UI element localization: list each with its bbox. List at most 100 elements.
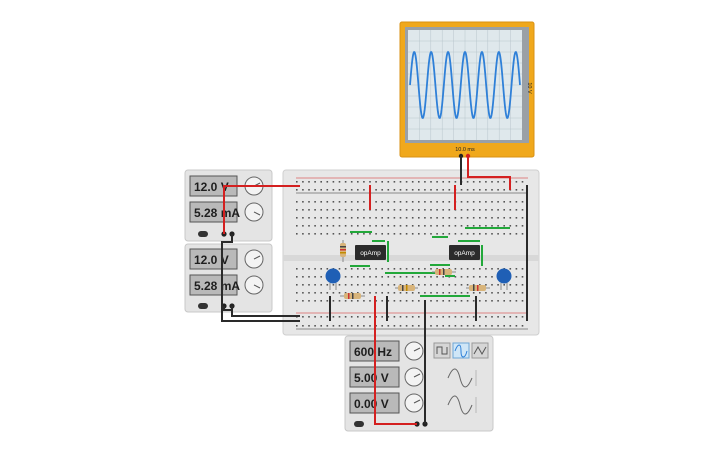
breadboard-hole[interactable] [399,209,402,211]
breadboard-hole[interactable] [381,201,383,203]
square-wave-button[interactable] [433,342,451,359]
breadboard-hole[interactable] [381,268,383,270]
breadboard-hole[interactable] [375,316,377,318]
breadboard-hole[interactable] [442,217,444,219]
breadboard-hole[interactable] [296,268,298,270]
breadboard-hole[interactable] [369,225,371,227]
breadboard-hole[interactable] [442,268,444,270]
breadboard-hole[interactable] [442,292,444,294]
breadboard-hole[interactable] [515,316,518,318]
breadboard-hole[interactable] [411,300,414,302]
breadboard-hole[interactable] [466,217,469,219]
breadboard-hole[interactable] [485,201,487,203]
breadboard-hole[interactable] [405,181,408,183]
breadboard-hole[interactable] [424,189,426,191]
breadboard-hole[interactable] [497,181,499,183]
breadboard-hole[interactable] [430,316,432,318]
breadboard-hole[interactable] [491,189,493,191]
breadboard-hole[interactable] [363,217,365,219]
breadboard-hole[interactable] [326,201,329,203]
breadboard-hole[interactable] [466,225,469,227]
breadboard-hole[interactable] [387,201,390,203]
breadboard-hole[interactable] [509,284,512,286]
breadboard-hole[interactable] [448,233,451,235]
breadboard-hole[interactable] [350,316,353,318]
breadboard-hole[interactable] [418,284,420,286]
breadboard-hole[interactable] [485,316,487,318]
breadboard-hole[interactable] [491,181,493,183]
breadboard-hole[interactable] [521,189,524,191]
breadboard-hole[interactable] [411,325,414,327]
breadboard-hole[interactable] [448,268,451,270]
breadboard-hole[interactable] [338,189,341,191]
breadboard-hole[interactable] [387,325,390,327]
breadboard-hole[interactable] [344,201,347,203]
breadboard-hole[interactable] [454,276,457,278]
breadboard-hole[interactable] [399,300,402,302]
breadboard-hole[interactable] [308,284,310,286]
breadboard-hole[interactable] [418,316,420,318]
breadboard-hole[interactable] [381,284,383,286]
breadboard-hole[interactable] [302,292,304,294]
breadboard-hole[interactable] [509,268,512,270]
breadboard-hole[interactable] [448,284,451,286]
breadboard-hole[interactable] [448,316,451,318]
breadboard-hole[interactable] [521,233,524,235]
breadboard-hole[interactable] [332,316,335,318]
breadboard-hole[interactable] [405,268,408,270]
breadboard-hole[interactable] [357,201,359,203]
breadboard-hole[interactable] [479,217,481,219]
breadboard-hole[interactable] [515,189,518,191]
breadboard-hole[interactable] [515,201,518,203]
breadboard-hole[interactable] [326,217,329,219]
breadboard-hole[interactable] [369,292,371,294]
breadboard-hole[interactable] [338,325,341,327]
breadboard-hole[interactable] [411,292,414,294]
breadboard-hole[interactable] [387,217,390,219]
breadboard-hole[interactable] [387,292,390,294]
breadboard-hole[interactable] [424,181,426,183]
breadboard-hole[interactable] [509,225,512,227]
op-amp-chip-1[interactable]: opAmp [355,245,386,260]
breadboard-hole[interactable] [381,217,383,219]
breadboard-hole[interactable] [387,181,390,183]
breadboard-hole[interactable] [424,268,426,270]
breadboard-hole[interactable] [430,225,432,227]
breadboard-hole[interactable] [521,225,524,227]
breadboard-hole[interactable] [326,181,329,183]
breadboard-hole[interactable] [399,189,402,191]
breadboard-hole[interactable] [387,209,390,211]
breadboard-hole[interactable] [296,276,298,278]
breadboard-hole[interactable] [375,189,377,191]
breadboard-hole[interactable] [314,189,316,191]
breadboard-hole[interactable] [418,225,420,227]
breadboard-hole[interactable] [302,276,304,278]
breadboard-hole[interactable] [521,209,524,211]
breadboard-hole[interactable] [472,181,475,183]
breadboard-hole[interactable] [454,181,457,183]
black-jumpers[interactable] [329,156,528,321]
breadboard-hole[interactable] [381,300,383,302]
breadboard-hole[interactable] [509,209,512,211]
breadboard-hole[interactable] [442,209,444,211]
breadboard-hole[interactable] [509,316,512,318]
breadboard-hole[interactable] [302,233,304,235]
breadboard-hole[interactable] [485,292,487,294]
breadboard-hole[interactable] [302,189,304,191]
breadboard-hole[interactable] [338,292,341,294]
breadboard-hole[interactable] [472,189,475,191]
breadboard-hole[interactable] [497,325,499,327]
breadboard-hole[interactable] [314,233,316,235]
breadboard-hole[interactable] [308,201,310,203]
breadboard-hole[interactable] [296,284,298,286]
breadboard-hole[interactable] [393,325,396,327]
jumper-wires[interactable] [350,227,510,297]
breadboard-hole[interactable] [411,217,414,219]
breadboard-hole[interactable] [479,201,481,203]
breadboard-hole[interactable] [393,209,396,211]
breadboard-hole[interactable] [369,268,371,270]
breadboard-hole[interactable] [411,181,414,183]
capacitors[interactable] [325,268,512,291]
breadboard-hole[interactable] [375,225,377,227]
breadboard-hole[interactable] [369,233,371,235]
